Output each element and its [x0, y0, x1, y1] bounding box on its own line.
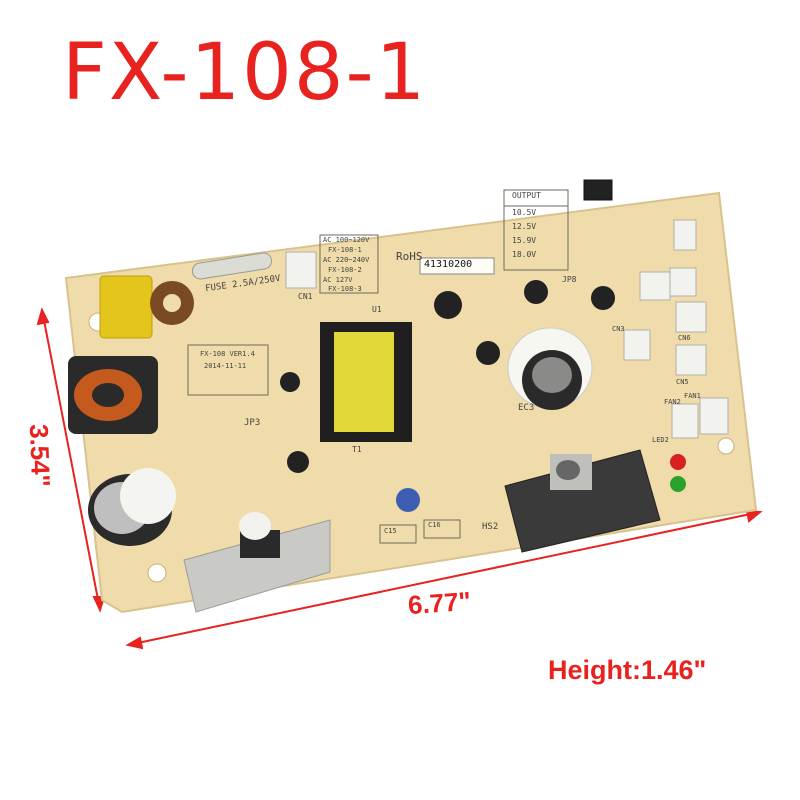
- ref-hs2: HS2: [482, 522, 499, 532]
- ac-label-2: FX-108-1: [328, 246, 362, 254]
- silk-date: 2014-11-11: [204, 362, 247, 370]
- voltage-row-4: 18.0V: [512, 250, 537, 259]
- toroid-choke: [150, 281, 194, 325]
- voltage-row-2: 12.5V: [512, 222, 537, 231]
- ac-label-5: AC 127V: [323, 276, 353, 284]
- ac-label-4: FX-108-2: [328, 266, 362, 274]
- ref-cn1: CN1: [298, 292, 313, 301]
- depth-dimension-line: [36, 307, 106, 613]
- blue-capacitor: [396, 488, 420, 512]
- silk-version: FX-108 VER1.4: [200, 350, 255, 358]
- status-leds: [670, 454, 686, 492]
- ref-u1: U1: [372, 305, 382, 314]
- ac-label-3: AC 220~240V: [323, 256, 370, 264]
- ref-cn5: CN5: [676, 378, 689, 386]
- fuse: [191, 252, 273, 280]
- ref-fan1: FAN1: [684, 392, 701, 400]
- ac-label-1: AC 100~120V: [323, 236, 370, 244]
- ref-fan2: FAN2: [664, 398, 681, 406]
- bulk-capacitor-left: [88, 468, 176, 546]
- width-dimension-line: [125, 509, 763, 650]
- heatsink-left: [183, 512, 331, 613]
- common-mode-choke: [68, 356, 158, 434]
- x-capacitor: [99, 275, 153, 339]
- board-serial-label: 41310200: [424, 259, 473, 270]
- ref-t1: T1: [352, 445, 362, 454]
- ref-cn3: CN3: [612, 325, 625, 333]
- ref-ec3: EC3: [518, 403, 535, 413]
- connectors: [285, 179, 729, 439]
- ac-label-6: FX-108-3: [328, 285, 362, 293]
- rohs-mark: RoHS: [396, 250, 423, 263]
- ref-c15: C15: [384, 527, 397, 535]
- heatsink-right: [504, 449, 661, 553]
- voltage-row-1: 10.5V: [512, 208, 537, 217]
- ref-led2: LED2: [652, 436, 669, 444]
- height-dimension-label: Height:1.46": [548, 655, 707, 685]
- depth-dimension-label: 3.54": [23, 423, 57, 488]
- output-table-header: OUTPUT: [512, 191, 541, 200]
- ref-c16: C16: [428, 521, 441, 529]
- small-capacitors: [280, 280, 615, 473]
- product-title: FX-108-1: [62, 28, 428, 118]
- transformer: [320, 322, 412, 442]
- ref-jp3: JP3: [244, 418, 261, 428]
- bulk-capacitor-right: [507, 327, 593, 410]
- ref-jp8: JP8: [562, 275, 577, 284]
- width-dimension-label: 6.77": [406, 585, 472, 621]
- ref-cn6: CN6: [678, 334, 691, 342]
- voltage-row-3: 15.9V: [512, 236, 537, 245]
